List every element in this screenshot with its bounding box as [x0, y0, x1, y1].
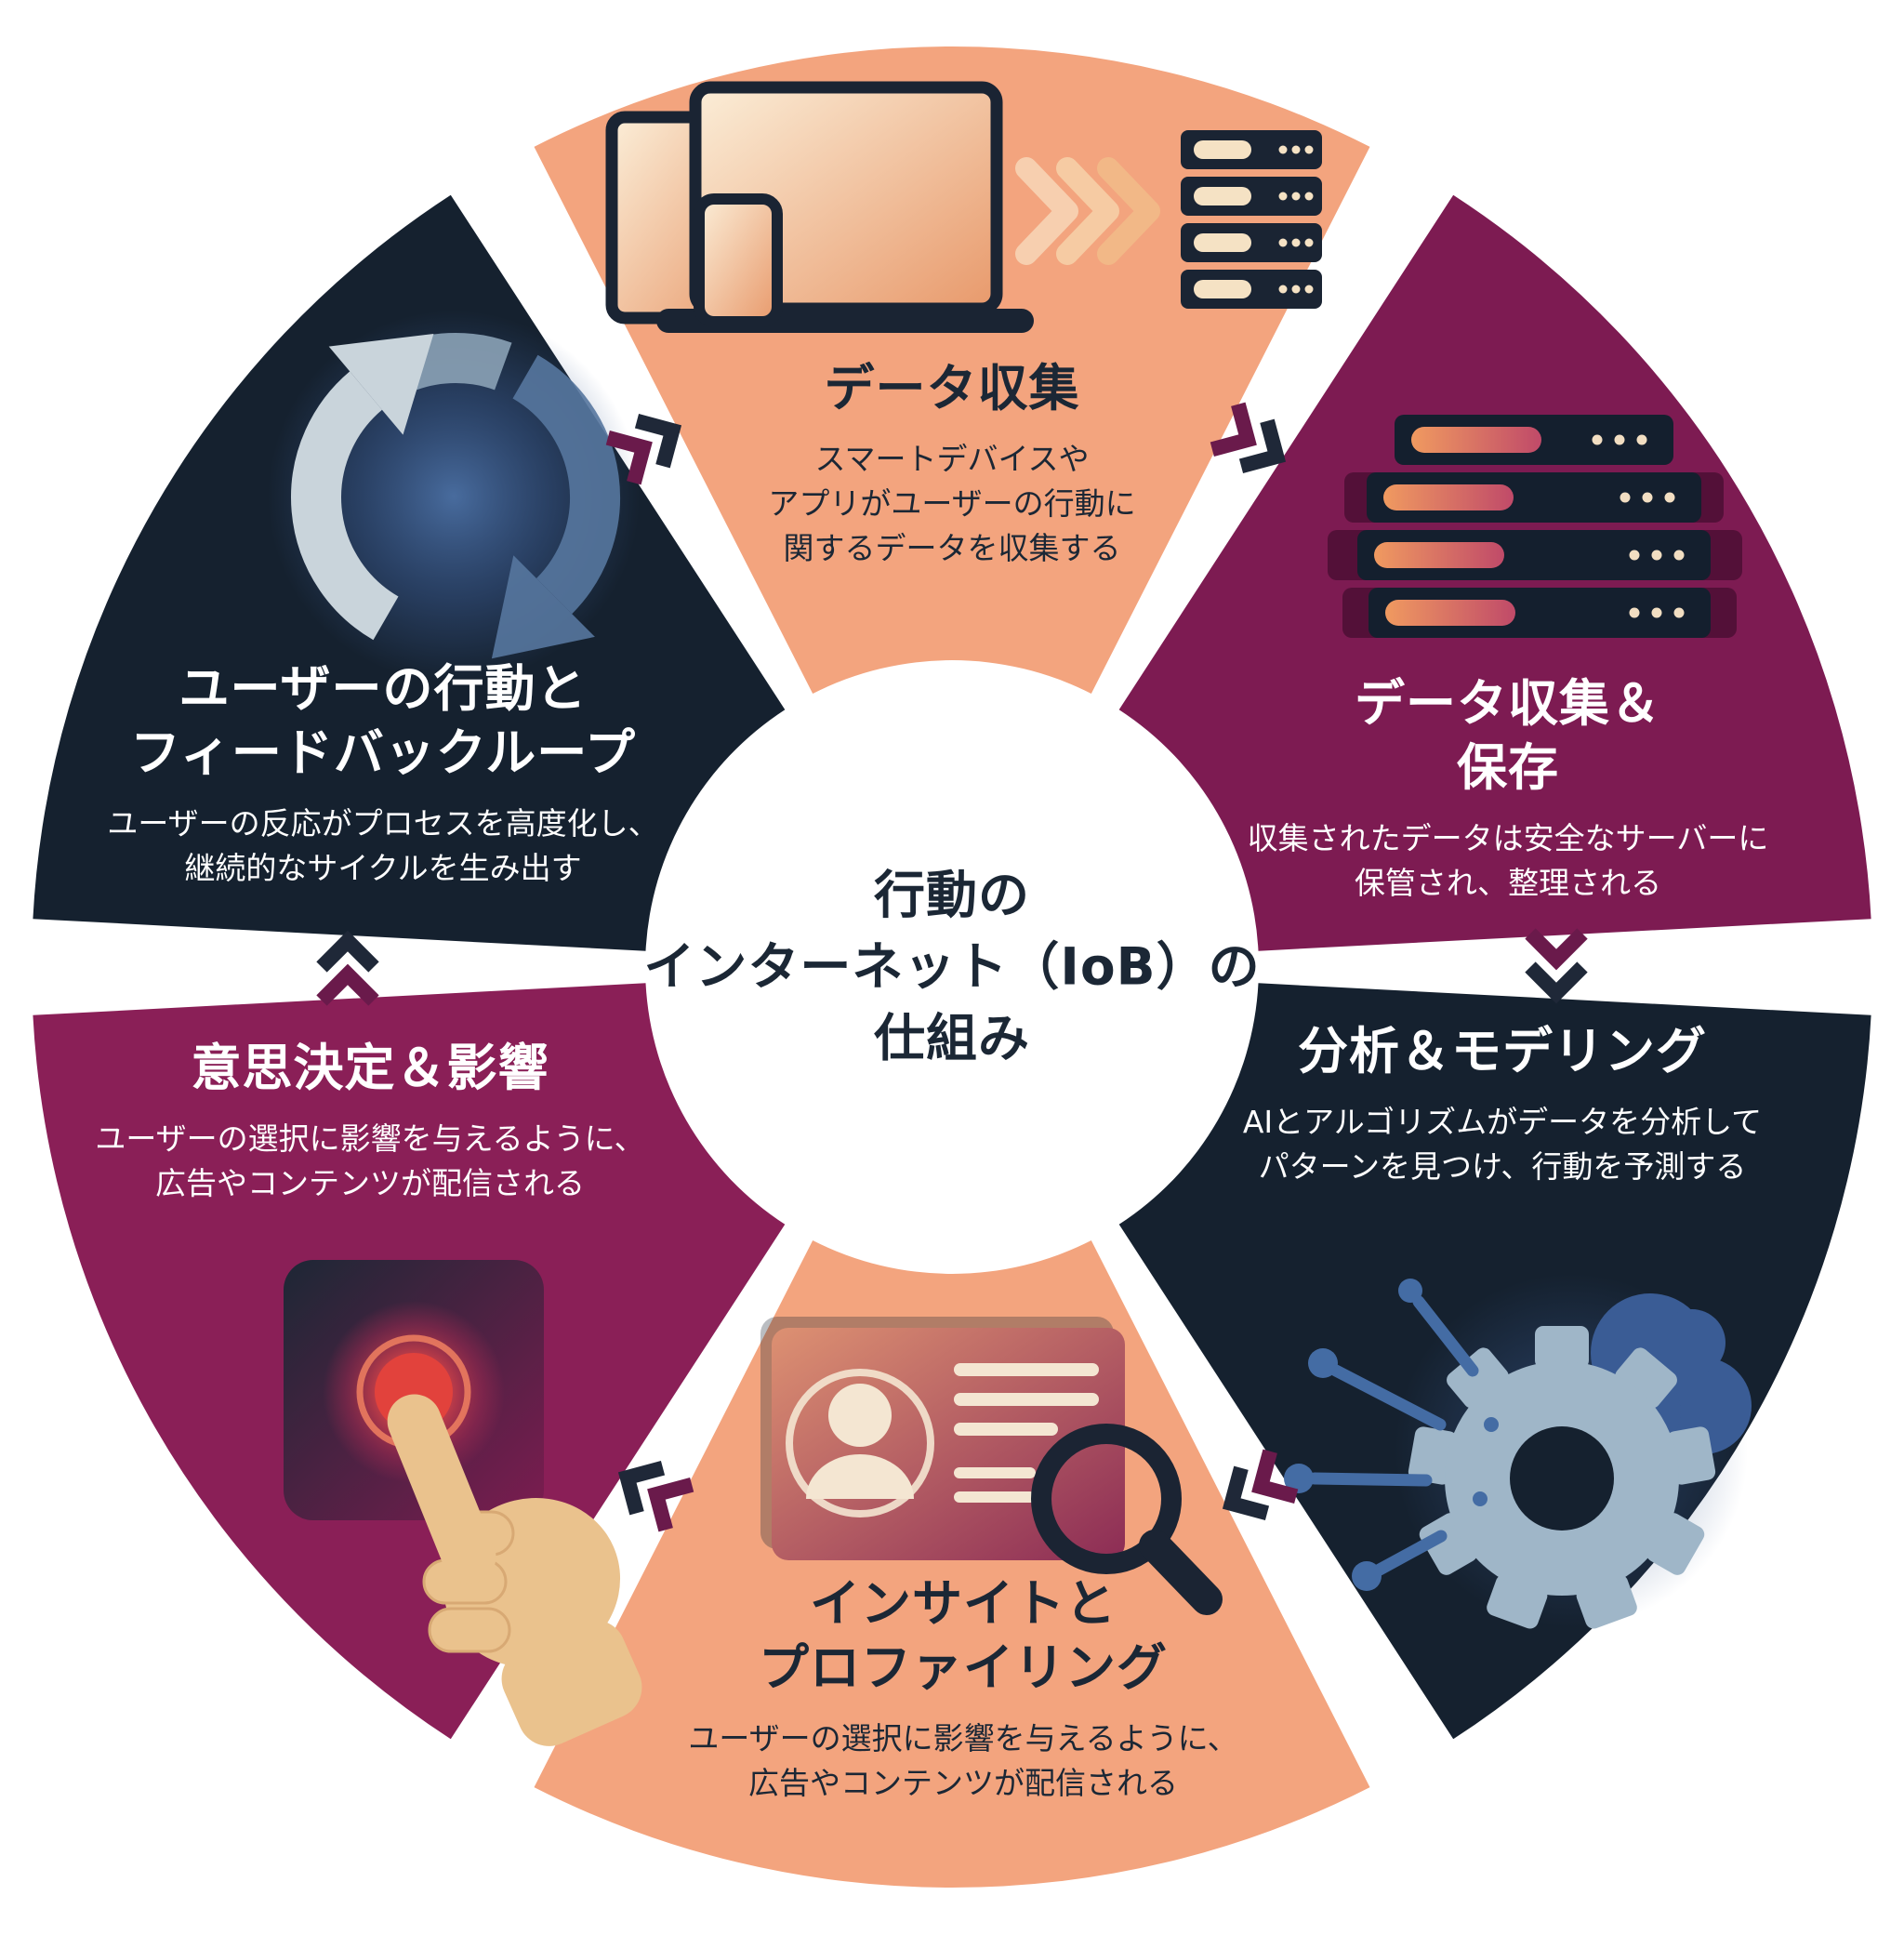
- data-transfer-arrow-icon: [1015, 157, 1160, 265]
- flow-arrow-storage-to-analysis: [1525, 928, 1588, 1004]
- avatar-head: [828, 1384, 892, 1447]
- segment-title: インサイトと プロファイリング: [759, 1574, 1168, 1698]
- flow-arrow-insights-to-decision: [617, 1461, 694, 1532]
- hand-icon: [387, 1394, 642, 1746]
- circuit-traces-icon: [1284, 1279, 1499, 1591]
- segment-description: ユーザーの選択に影響を与えるように、 広告やコンテンツが配信される: [95, 1120, 645, 1201]
- segment-analysis-modeling-text: 分析＆モデリング AIとアルゴリズムがデータを分析して パターンを見つけ、行動を…: [1149, 1019, 1856, 1189]
- segment-user-behavior-feedback-text: ユーザーの行動と フィードバックループ ユーザーの反応がプロセスを高度化し、 継…: [48, 656, 718, 891]
- segment-title: 意思決定＆影響: [191, 1039, 549, 1097]
- server-stack-icon: [1181, 130, 1322, 309]
- devices-to-server-icon: [605, 81, 1322, 333]
- feedback-loop-icon: [268, 311, 640, 683]
- segment-description: ユーザーの選択に影響を与えるように、 広告やコンテンツが配信される: [688, 1720, 1238, 1802]
- sector-insights-profiling: [534, 1240, 1370, 1889]
- center-title: 行動の インターネット（IoB）の 仕組み: [643, 865, 1261, 1068]
- segment-insights-profiling-text: インサイトと プロファイリング ユーザーの選択に影響を与えるように、 広告やコン…: [591, 1571, 1335, 1806]
- phone-icon: [694, 193, 783, 327]
- flow-arrow-analysis-to-insights: [1222, 1449, 1299, 1520]
- button-press-icon: [284, 1260, 642, 1746]
- avatar-ring: [786, 1369, 934, 1518]
- flow-arrow-feedback-to-collection: [605, 414, 682, 485]
- segment-description: AIとアルゴリズムがデータを分析して パターンを見つけ、行動を予測する: [1242, 1104, 1763, 1185]
- segment-title: データ収集: [824, 359, 1080, 417]
- ai-gear-brain-icon: [1284, 1274, 1752, 1629]
- card-text-lines: [954, 1363, 1099, 1503]
- gear-icon: [1408, 1326, 1716, 1629]
- avatar-body: [806, 1454, 914, 1499]
- segment-title: ユーザーの行動と フィードバックループ: [129, 659, 637, 783]
- segment-description: 収集されたデータは安全なサーバーに 保管され、整理される: [1247, 820, 1769, 902]
- segment-title: データ収集＆ 保存: [1355, 674, 1661, 798]
- server-racks-icon: [1328, 415, 1742, 638]
- segment-decision-influence-text: 意思決定＆影響 ユーザーの選択に影響を与えるように、 広告やコンテンツが配信され…: [35, 1036, 705, 1206]
- segment-description: スマートデバイスや アプリがユーザーの行動に 関するデータを収集する: [768, 441, 1136, 566]
- flow-arrow-decision-to-feedback: [316, 930, 379, 1006]
- segment-data-collection-storage-text: データ収集＆ 保存 収集されたデータは安全なサーバーに 保管され、整理される: [1201, 671, 1815, 906]
- magnifier-icon: [1031, 1424, 1223, 1615]
- flow-arrow-collection-to-storage: [1210, 402, 1287, 473]
- segment-data-collection-text: データ収集 スマートデバイスや アプリがユーザーの行動に 関するデータを収集する: [599, 356, 1305, 571]
- segment-description: ユーザーの反応がプロセスを高度化し、 継続的なサイクルを生み出す: [107, 805, 659, 887]
- profile-card-magnifier-icon: [760, 1317, 1223, 1615]
- segment-title: 分析＆モデリング: [1298, 1022, 1707, 1080]
